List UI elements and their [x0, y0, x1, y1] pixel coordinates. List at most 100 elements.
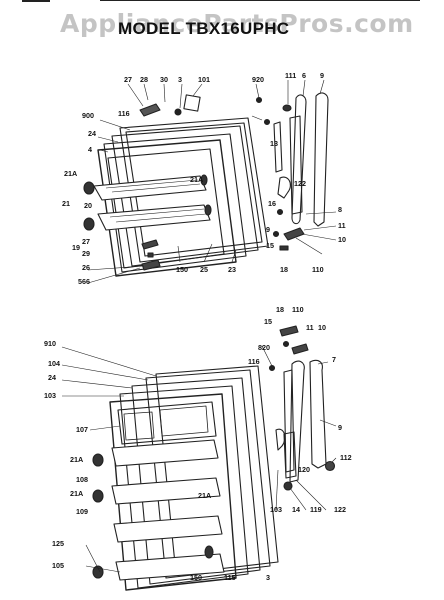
freezer-door-inner [97, 139, 237, 277]
bottom-callout-26: 150 [190, 573, 202, 582]
bottom-callout-9: 116 [248, 357, 260, 366]
top-callout-3: 3 [178, 75, 182, 84]
shelf-retainer-b1 [92, 453, 104, 467]
shelf-retainer-21 [83, 217, 95, 231]
handle-trim-11 [289, 115, 303, 215]
top-callout-28: 9 [266, 225, 270, 234]
bottom-callout-24: 125 [52, 539, 64, 548]
top-callout-4: 101 [198, 75, 210, 84]
fresh-shelf-2 [111, 477, 221, 505]
shelf-retainer-b3 [92, 565, 104, 579]
top-callout-10: 116 [118, 109, 130, 118]
part-13 [273, 121, 283, 173]
bottom-callout-22: 119 [310, 505, 322, 514]
part-111 [282, 104, 292, 112]
bottom-callout-15: 21A [70, 455, 83, 464]
bottom-callout-5: 910 [44, 339, 56, 348]
bottom-callout-25: 105 [52, 561, 64, 570]
top-callout-17: 27 [82, 237, 90, 246]
shelf-retainer-21a [83, 181, 95, 195]
bottom-callout-0: 18 [276, 305, 284, 314]
header-rule-right [100, 0, 420, 1]
part-27 [141, 239, 159, 250]
part-18 [279, 245, 289, 251]
top-callout-25: 16 [268, 199, 276, 208]
freezer-liner-rim [107, 148, 225, 269]
top-callout-26: 13 [270, 139, 278, 148]
handle-cover-b [309, 359, 327, 469]
bottom-callout-11: 103 [44, 391, 56, 400]
screw-3 [174, 108, 182, 116]
bottom-callout-7: 104 [48, 359, 60, 368]
top-callout-18: 29 [82, 249, 90, 258]
freezer-shelf-lower [97, 204, 211, 231]
top-callout-27: 8 [338, 205, 342, 214]
top-callout-30: 18 [280, 265, 288, 274]
top-callout-8: 9 [320, 71, 324, 80]
shelf-retainer-right-upper [200, 174, 208, 186]
bottom-callout-16: 108 [76, 475, 88, 484]
header-rule-left [22, 0, 50, 2]
dairy-compartment [117, 401, 217, 445]
bottom-callout-3: 11 [306, 323, 314, 332]
bottom-callout-27: 115 [224, 573, 236, 582]
part-b-15 [282, 340, 290, 348]
fresh-shelf-1 [111, 439, 219, 467]
dairy-door [123, 405, 209, 441]
top-callout-12: 4 [88, 145, 92, 154]
top-callout-9: 900 [82, 111, 94, 120]
fresh-shelf-3 [113, 515, 223, 543]
part-b-110 [279, 325, 299, 337]
bottom-callout-14: 112 [340, 453, 352, 462]
part-15 [272, 230, 280, 238]
part-b-122 [275, 428, 286, 451]
part-8 [276, 208, 284, 216]
fresh-shelf-4 [115, 553, 225, 581]
top-callout-6: 111 [285, 71, 296, 80]
top-callout-7: 6 [302, 71, 306, 80]
freezer-shelf-lower-bars [109, 208, 207, 223]
handle-cover-9 [313, 92, 329, 227]
screw-920 [255, 96, 263, 104]
part-112 [324, 460, 336, 472]
top-callout-14: 20 [84, 201, 92, 210]
top-callout-20: 566 [78, 277, 90, 286]
bottom-callout-23: 103 [270, 505, 282, 514]
shelf-retainer-b2 [92, 489, 104, 503]
top-callout-5: 920 [252, 75, 264, 84]
bottom-callout-4: 10 [318, 323, 326, 332]
watermark: AppliancePartsPros.com [60, 9, 414, 38]
top-callout-1: 28 [140, 75, 148, 84]
bottom-callout-17: 120 [298, 465, 310, 474]
fresh-door-gasket [145, 369, 271, 579]
bottom-callout-18: 21A [70, 489, 83, 498]
bottom-callout-2: 15 [264, 317, 272, 326]
bottom-callout-13: 107 [76, 425, 88, 434]
part-b-10 [291, 343, 309, 355]
bottom-callout-28: 3 [266, 573, 270, 582]
top-callout-11: 24 [88, 129, 96, 138]
bottom-callout-10: 7 [332, 355, 336, 364]
bottom-callout-19: 109 [76, 507, 88, 516]
freezer-shelf-upper-bars [105, 179, 201, 193]
top-callout-24: 122 [294, 179, 306, 188]
top-callout-22: 25 [200, 265, 208, 274]
top-callout-0: 27 [124, 75, 132, 84]
top-callout-33: 10 [338, 235, 346, 244]
top-callout-16: 19 [72, 243, 80, 252]
screw-116 [263, 118, 271, 126]
fresh-door-outer [155, 365, 279, 575]
top-callout-31: 110 [312, 265, 324, 274]
handle-b [289, 360, 305, 483]
nameplate-101 [183, 94, 201, 112]
fresh-door-panel [131, 377, 261, 585]
bottom-callout-8: 24 [48, 373, 56, 382]
bottom-callout-6: 820 [258, 343, 270, 352]
handle-mount [139, 103, 161, 117]
top-callout-34: 21A [190, 175, 203, 184]
screw-b-116 [268, 364, 276, 372]
